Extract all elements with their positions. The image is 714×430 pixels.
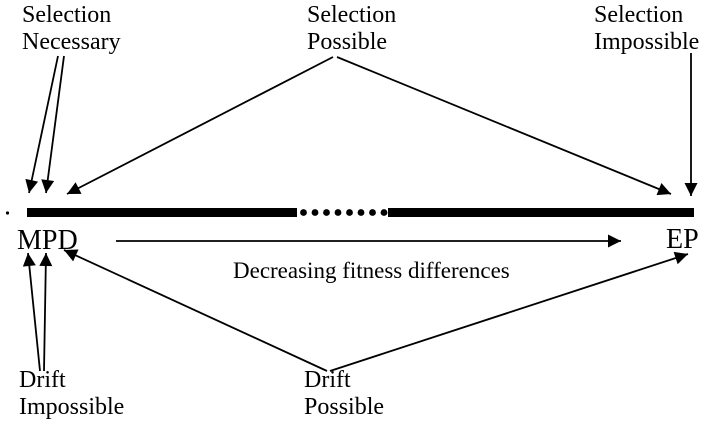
stray-dot [5,211,10,215]
arrow-selection-necessary-2 [41,55,65,194]
bar-dot [380,209,388,216]
arrow-drift-possible-left [63,249,328,372]
label-mpd: MPD [17,225,78,256]
arrow-drift-impossible-2 [39,252,53,372]
arrow-selection-necessary-1 [25,55,59,194]
label-ep: EP [666,224,699,255]
label-selection-possible: Selection Possible [307,2,397,55]
arrow-selection-possible-right [336,56,672,196]
continuum-bar-right-segment [388,208,694,217]
arrow-selection-possible-left [66,56,334,195]
bar-dot [346,209,353,216]
continuum-bar-dotted-segment [300,209,388,216]
bar-dot [323,209,330,216]
continuum-bar-left-segment [27,208,297,217]
bar-dot [357,209,365,216]
label-drift-impossible: Drift Impossible [19,367,125,420]
label-selection-impossible: Selection Impossible [594,2,700,55]
bar-dot [334,209,342,216]
label-drift-possible: Drift Possible [304,367,385,420]
arrow-drift-impossible-1 [22,252,41,372]
bar-dot [300,209,307,216]
arrow-drift-possible-right [329,251,689,372]
bar-dot [369,209,376,216]
label-selection-necessary: Selection Necessary [22,2,121,55]
bar-dot [311,209,319,216]
label-decreasing-fitness-differences: Decreasing fitness differences [233,258,510,283]
